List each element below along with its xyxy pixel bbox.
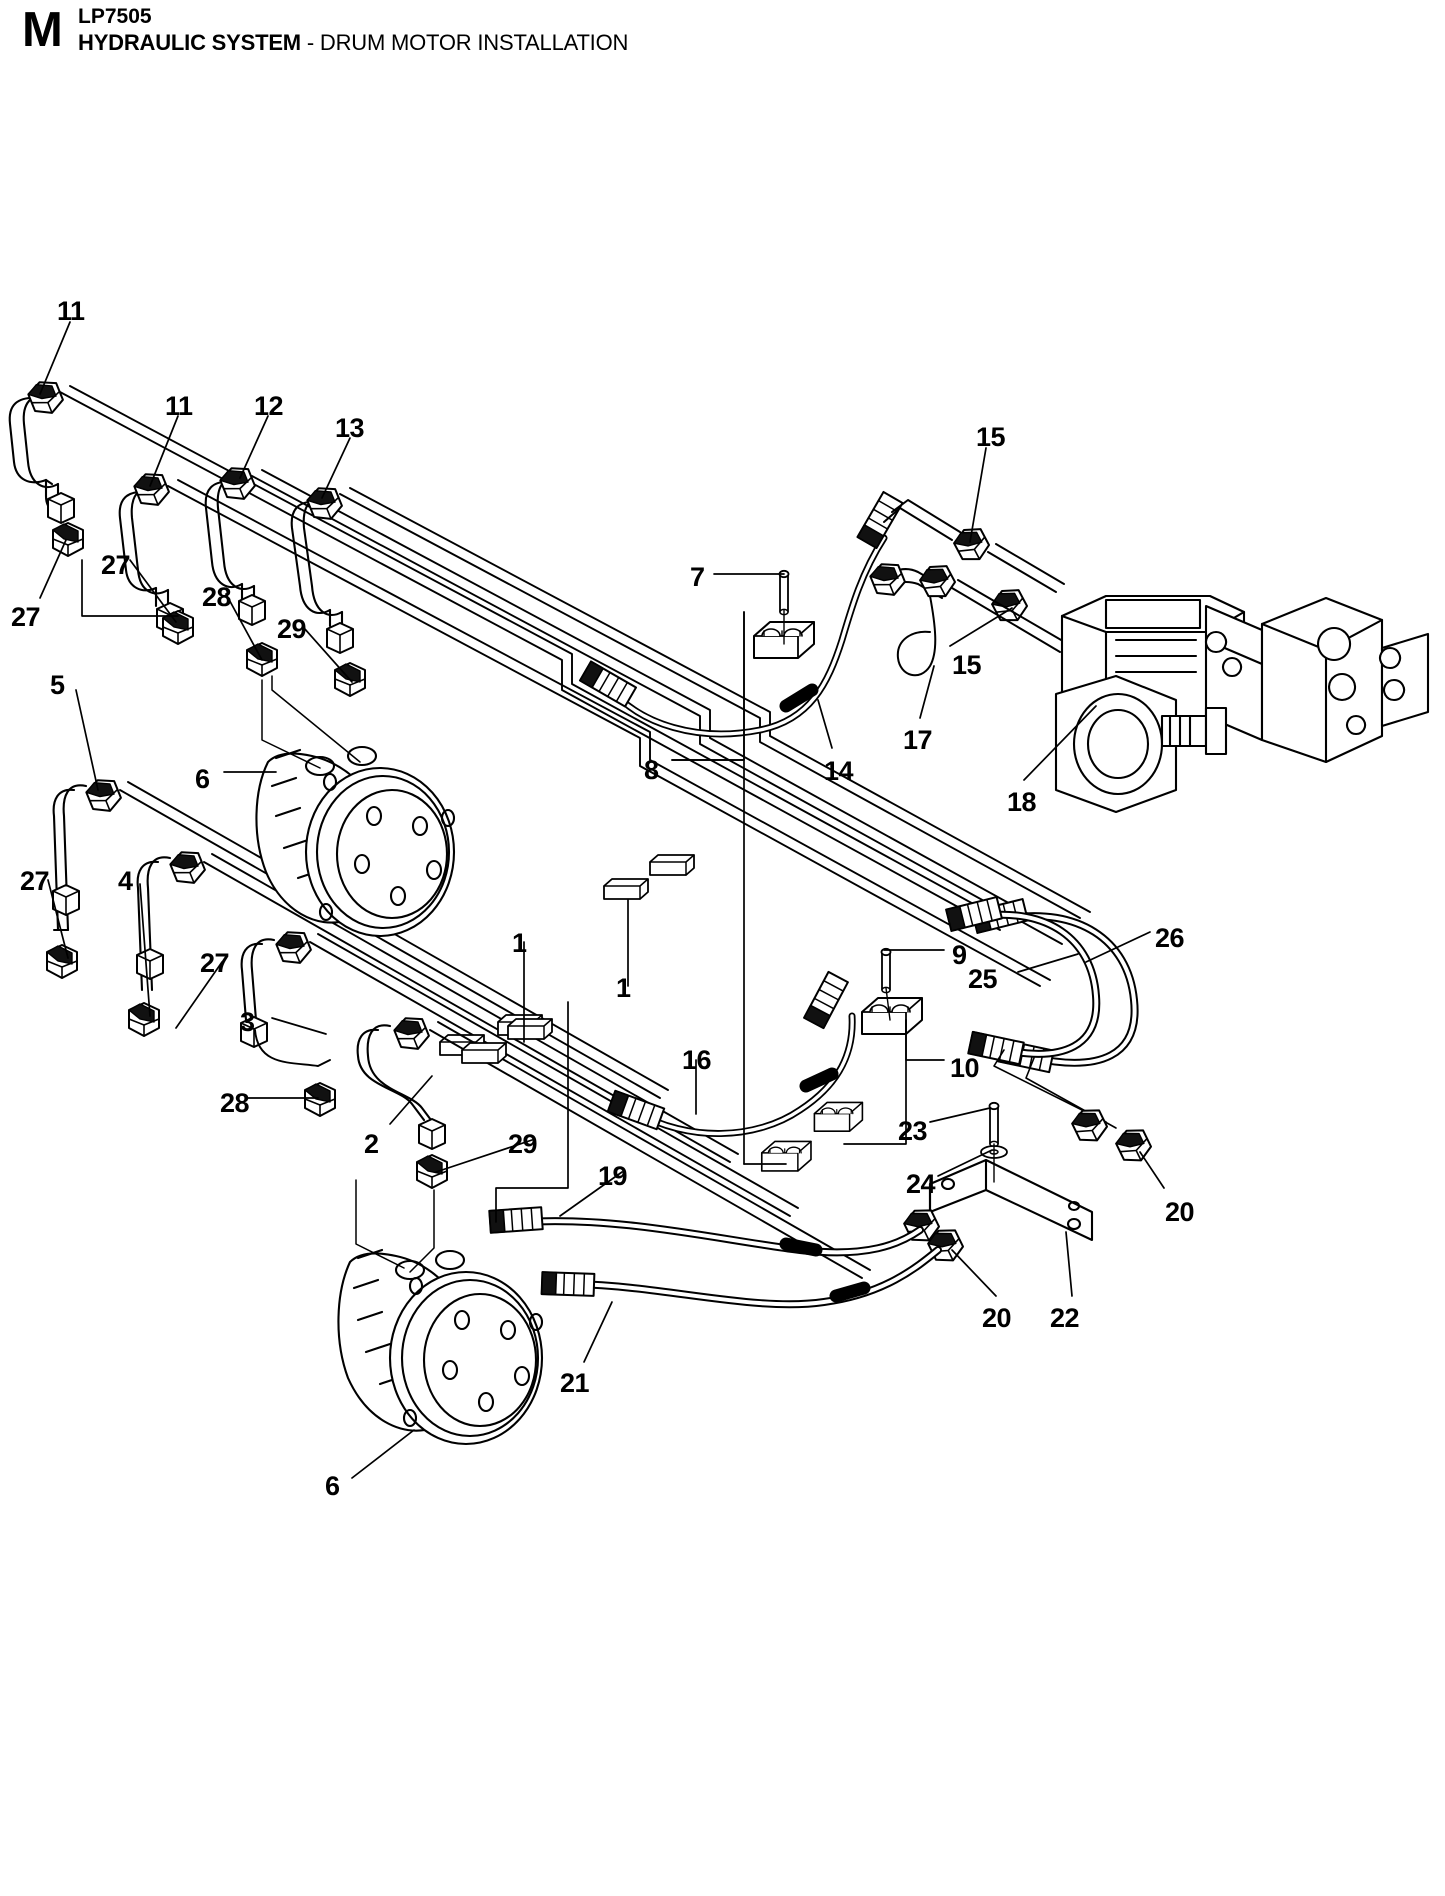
callout-20: 20: [982, 1303, 1012, 1333]
callout-14: 14: [824, 756, 854, 786]
callout-4: 4: [118, 866, 133, 896]
system-name: HYDRAULIC SYSTEM: [78, 30, 301, 55]
callout-25: 25: [968, 964, 998, 994]
manifold-bar: [928, 1158, 1094, 1242]
callout-29: 29: [508, 1129, 538, 1159]
callout-26: 26: [1155, 923, 1185, 953]
callout-17: 17: [903, 725, 933, 755]
callout-7: 7: [690, 562, 705, 592]
hose-8-band: [779, 683, 819, 713]
callout-15: 15: [976, 422, 1006, 452]
callout-28: 28: [202, 582, 232, 612]
hose-16: [632, 1012, 856, 1137]
tube-4: [136, 856, 172, 992]
callout-8: 8: [644, 755, 659, 785]
callout-9: 9: [952, 940, 967, 970]
system-subtitle: - DRUM MOTOR INSTALLATION: [300, 30, 629, 55]
callout-5: 5: [50, 670, 65, 700]
page-header: M LP7505 HYDRAULIC SYSTEM - DRUM MOTOR I…: [0, 0, 1445, 70]
callout-16: 16: [682, 1045, 712, 1075]
callout-3: 3: [240, 1007, 255, 1037]
callout-1: 1: [512, 928, 527, 958]
callout-20: 20: [1165, 1197, 1195, 1227]
hose-8: [604, 534, 888, 738]
diagram-title: HYDRAULIC SYSTEM - DRUM MOTOR INSTALLATI…: [78, 31, 628, 54]
callout-18: 18: [1007, 787, 1037, 817]
callout-15: 15: [952, 650, 982, 680]
callout-6: 6: [325, 1471, 340, 1501]
callout-11: 11: [57, 296, 85, 326]
callout-1: 1: [616, 973, 631, 1003]
callout-2: 2: [364, 1129, 379, 1159]
callout-27: 27: [20, 866, 50, 896]
callout-23: 23: [898, 1116, 928, 1146]
callout-13: 13: [335, 413, 365, 443]
callout-28: 28: [220, 1088, 250, 1118]
hose-19: [520, 1217, 924, 1257]
bracket-leaders: [81, 559, 907, 1223]
tube-3: [240, 938, 276, 1022]
hose-25: [978, 910, 1101, 1058]
callout-10: 10: [950, 1053, 980, 1083]
callout-11: 11: [165, 391, 193, 421]
hydraulic-pump: [1054, 594, 1430, 814]
drum-motor-lower: [337, 1248, 544, 1446]
callout-12: 12: [254, 391, 284, 421]
callout-21: 21: [560, 1368, 590, 1398]
callout-27: 27: [200, 948, 230, 978]
callout-24: 24: [906, 1169, 936, 1199]
callout-27: 27: [101, 550, 131, 580]
hose-26: [1006, 912, 1139, 1067]
section-letter: M: [22, 3, 63, 57]
hose-21: [572, 1246, 942, 1309]
tube-11a-run: [59, 391, 1001, 931]
callout-22: 22: [1050, 1303, 1080, 1333]
callout-6: 6: [195, 764, 210, 794]
drum-motor-upper: [255, 745, 456, 938]
tube-11b: [118, 486, 170, 610]
callout-27: 27: [11, 602, 41, 632]
tube-2: [356, 1024, 436, 1126]
callout-19: 19: [598, 1161, 628, 1191]
callout-29: 29: [277, 614, 307, 644]
model-number: LP7505: [78, 5, 152, 28]
